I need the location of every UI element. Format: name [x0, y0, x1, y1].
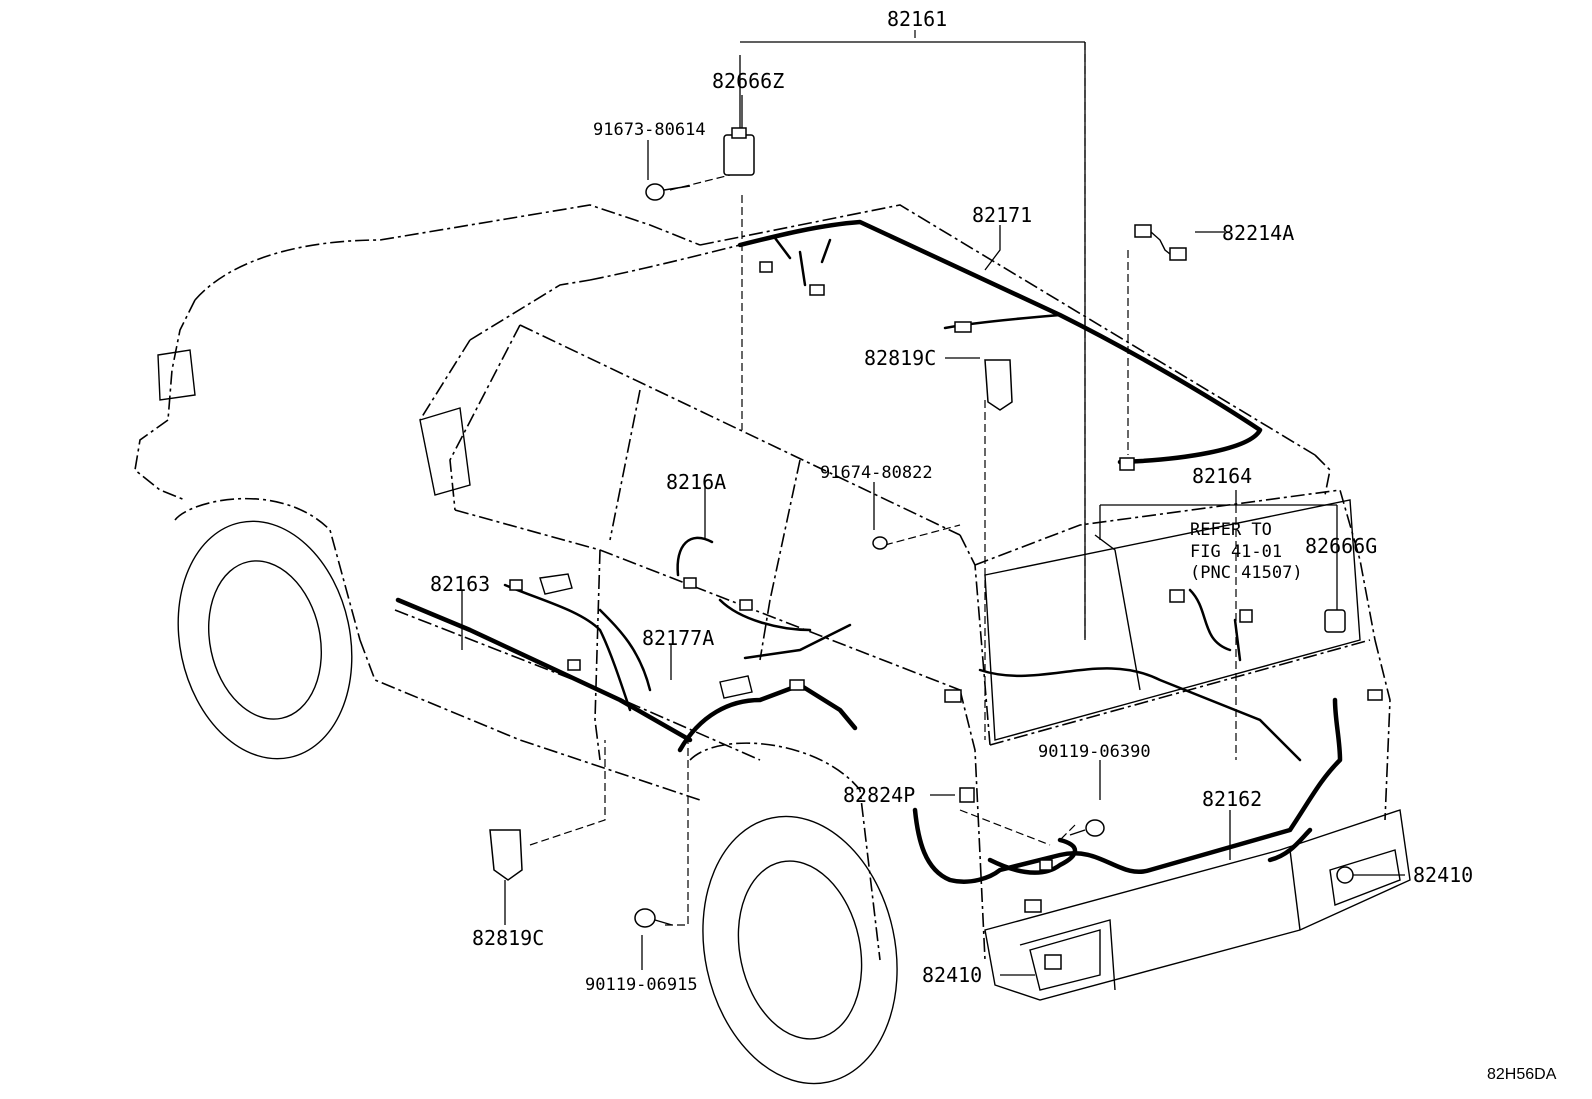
label-82171: 82171 [972, 203, 1032, 227]
label-82819C-bottom: 82819C [472, 926, 544, 950]
label-82824P: 82824P [843, 783, 915, 807]
part-illustrations [489, 127, 1383, 970]
label-91673-80614: 91673-80614 [593, 120, 706, 140]
vehicle-body-outline [134, 204, 1411, 1085]
callout-labels: 82161 82666Z 91673-80614 82171 82214A 82… [430, 7, 1557, 1083]
label-91674-80822: 91674-80822 [820, 463, 933, 483]
note-refer-line2: FIG 41-01 [1190, 542, 1282, 562]
part-82824P [959, 787, 975, 803]
label-82819C-top: 82819C [864, 346, 936, 370]
part-91673-80614-bolt [645, 183, 665, 201]
label-82162: 82162 [1202, 787, 1262, 811]
part-82666Z [723, 134, 755, 176]
part-82819C-bottom [489, 829, 523, 881]
wire-harnesses [395, 219, 1343, 884]
note-refer-line3: (PNC 41507) [1190, 563, 1303, 583]
part-82819C-top [984, 359, 1013, 411]
label-82666G: 82666G [1305, 534, 1377, 558]
part-91674-80822-bolt [872, 536, 888, 550]
label-82164: 82164 [1192, 464, 1252, 488]
note-refer-line1: REFER TO [1190, 520, 1272, 540]
label-82410-right: 82410 [1413, 863, 1473, 887]
label-82410-bottom: 82410 [922, 963, 982, 987]
label-8216A: 8216A [666, 470, 726, 494]
part-82410-right [1336, 866, 1354, 884]
label-82177A: 82177A [642, 626, 714, 650]
label-82214A: 82214A [1222, 221, 1294, 245]
figure-code: 82H56DA [1487, 1066, 1557, 1083]
part-82214A-a [1134, 224, 1152, 238]
label-90119-06390: 90119-06390 [1038, 742, 1151, 762]
part-90119-06390-bolt [1085, 819, 1105, 837]
label-82666Z: 82666Z [712, 69, 784, 93]
label-90119-06915: 90119-06915 [585, 975, 698, 995]
part-82666G [1324, 609, 1346, 633]
label-82163: 82163 [430, 572, 490, 596]
leader-lines [461, 30, 1405, 976]
part-82666Z-tab [731, 127, 747, 139]
part-90119-06915-bolt [634, 908, 656, 928]
label-82161: 82161 [887, 7, 947, 31]
part-82410-bottom [1044, 954, 1062, 970]
part-82214A-b [1169, 247, 1187, 261]
